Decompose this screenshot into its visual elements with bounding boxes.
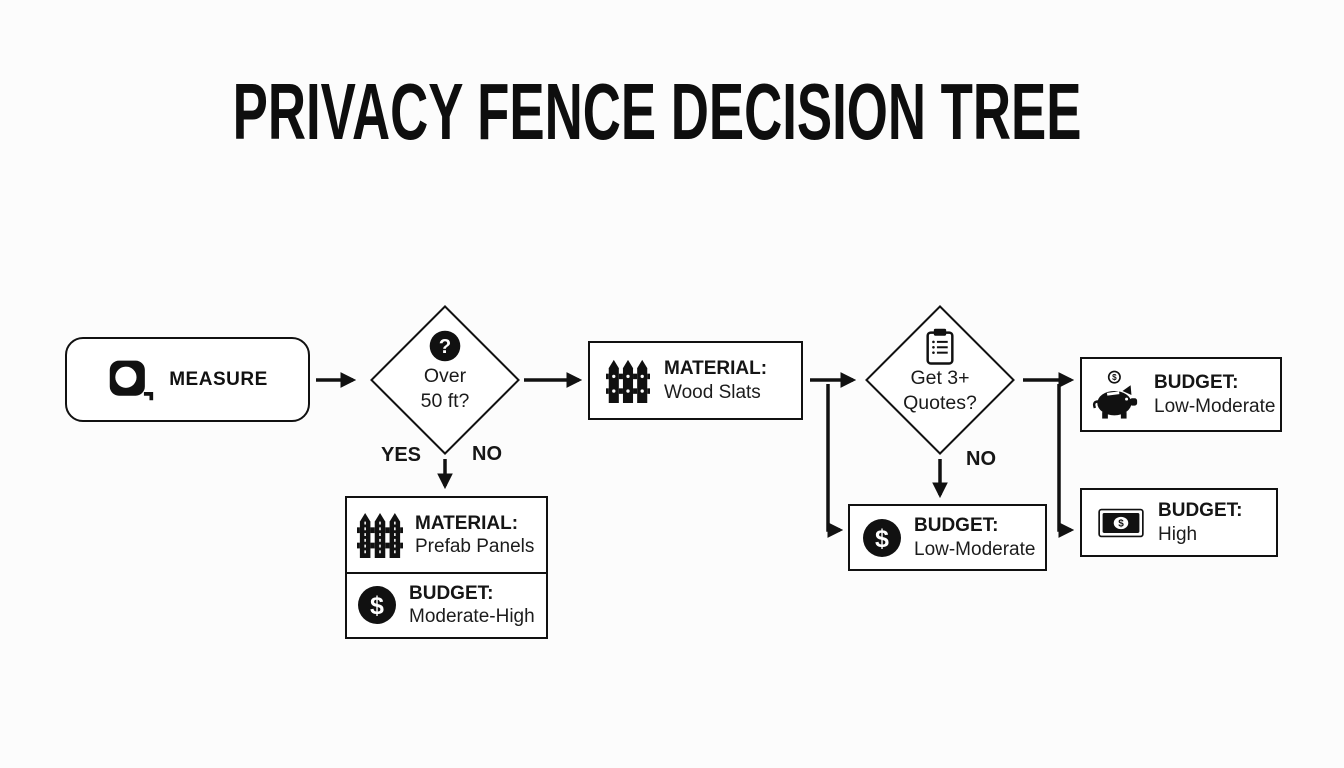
budget-high-text: BUDGET: High <box>1158 499 1242 545</box>
page-title: PRIVACY FENCE DECISION TREE <box>0 66 1329 158</box>
budget-low-moderate-center-heading: BUDGET: <box>914 515 999 537</box>
node-quotes-content: Get 3+ Quotes? <box>880 328 1000 415</box>
budget-low-moderate-center-value: Low-Moderate <box>914 538 1036 560</box>
dollar-glyph: $ <box>875 525 889 553</box>
dollar-coin-icon: $ <box>358 586 396 624</box>
node-material-wood: MATERIAL: Wood Slats <box>588 341 803 420</box>
edge-branch-to-budget-high <box>1057 384 1075 538</box>
question-mark-icon: ? <box>429 330 461 362</box>
node-measure: MEASURE <box>65 337 310 422</box>
node-prefab-budget-stack: MATERIAL: Prefab Panels $ BUDGET: Modera… <box>345 496 548 639</box>
budget-low-moderate-right-text: BUDGET: Low-Moderate <box>1154 371 1275 417</box>
budget-moderate-high-heading: BUDGET: <box>409 582 494 604</box>
node-material-prefab: MATERIAL: Prefab Panels <box>347 498 546 572</box>
budget-low-moderate-center-text: BUDGET: Low-Moderate <box>914 514 1035 560</box>
money-bill-icon: $ <box>1098 508 1144 537</box>
budget-low-moderate-right-heading: BUDGET: <box>1154 372 1239 394</box>
material-wood-heading: MATERIAL: <box>664 358 768 380</box>
budget-low-moderate-right-value: Low-Moderate <box>1154 395 1276 417</box>
edge-label-no-over50: NO <box>472 443 502 465</box>
over50-line2: 50 ft? <box>420 390 470 412</box>
quotes-line1: Get 3+ <box>910 367 970 389</box>
material-wood-text: MATERIAL: Wood Slats <box>664 357 767 403</box>
budget-high-heading: BUDGET: <box>1158 500 1243 522</box>
budget-moderate-high-text: BUDGET: Moderate-High <box>409 582 535 628</box>
node-budget-high: $ BUDGET: High <box>1080 488 1278 557</box>
budget-high-value: High <box>1158 523 1198 545</box>
material-wood-value: Wood Slats <box>664 381 761 403</box>
tape-measure-icon <box>110 360 154 400</box>
material-prefab-heading: MATERIAL: <box>415 512 519 534</box>
prefab-panels-icon <box>357 512 403 558</box>
measure-label: MEASURE <box>169 368 268 390</box>
question-mark-glyph: ? <box>439 336 451 358</box>
node-over50-content: ? Over 50 ft? <box>385 329 505 413</box>
node-budget-low-moderate-right: $ BUDGET: Low-Moderate <box>1080 357 1282 432</box>
node-budget-moderate-high: $ BUDGET: Moderate-High <box>347 572 546 636</box>
dollar-glyph: $ <box>370 592 384 620</box>
node-budget-low-moderate-center: $ BUDGET: Low-Moderate <box>848 504 1047 571</box>
coin-dollar-glyph: $ <box>1112 373 1117 382</box>
quotes-line2: Quotes? <box>903 392 977 414</box>
piggy-bank-icon: $ <box>1092 370 1138 419</box>
edge-label-no-quotes: NO <box>966 448 996 470</box>
budget-moderate-high-value: Moderate-High <box>409 606 535 627</box>
picket-fence-icon <box>606 359 650 403</box>
dollar-coin-icon: $ <box>863 518 901 557</box>
over50-line1: Over <box>423 365 467 387</box>
material-prefab-value: Prefab Panels <box>415 536 535 557</box>
clipboard-icon <box>926 328 954 365</box>
bill-dollar-glyph: $ <box>1118 518 1124 529</box>
edge-branch-to-budget-center <box>826 384 844 538</box>
page-title-text: PRIVACY FENCE DECISION TREE <box>232 67 1082 156</box>
edge-label-yes: YES <box>380 444 422 466</box>
material-prefab-text: MATERIAL: Prefab Panels <box>415 512 534 558</box>
